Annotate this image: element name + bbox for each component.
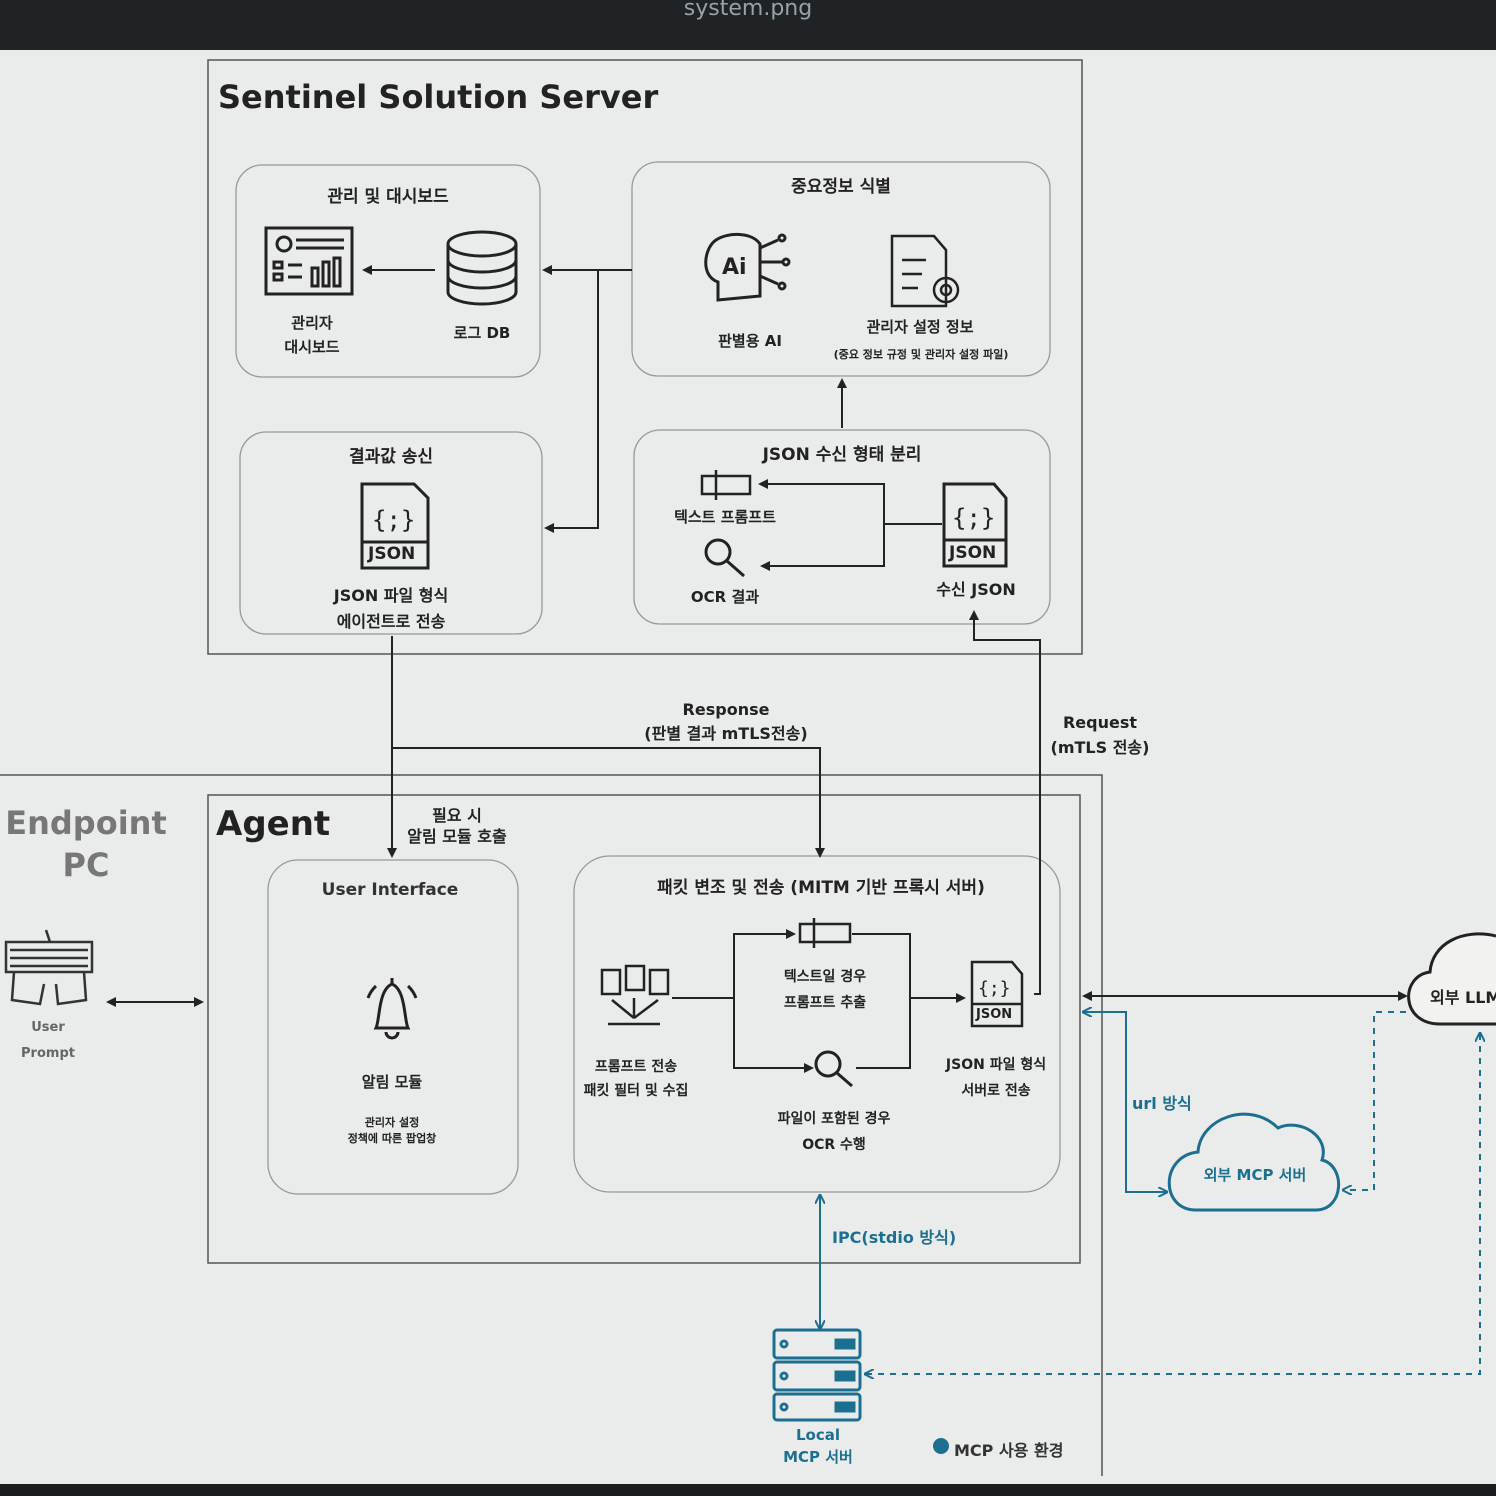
legend-dot xyxy=(933,1438,949,1454)
settings-document-icon xyxy=(890,234,960,308)
ocr-search-icon xyxy=(814,1050,853,1088)
send-label: JSON 파일 형식 xyxy=(945,1057,1047,1073)
request-sublabel: (mTLS 전송) xyxy=(1050,738,1150,757)
request-label: Request xyxy=(1062,713,1138,732)
text-case-label: 텍스트일 경우 xyxy=(783,969,867,985)
local-mcp-label: MCP 서버 xyxy=(783,1448,853,1466)
result-line: 에이전트로 전송 xyxy=(336,612,446,631)
json-tag: JSON xyxy=(368,544,416,564)
external-mcp-label: 외부 MCP 서버 xyxy=(1203,1166,1307,1184)
agent-title: Agent xyxy=(216,804,331,844)
group-title-ui: User Interface xyxy=(321,880,459,900)
svg-text:{;}: {;} xyxy=(952,504,995,532)
user-label: Prompt xyxy=(21,1046,75,1061)
alarm-label: 알림 모듈 xyxy=(361,1073,423,1091)
group-title-dashboard: 관리 및 대시보드 xyxy=(327,187,449,207)
notify-label: 필요 시 xyxy=(432,806,482,825)
keyboard-hands-icon xyxy=(4,929,94,1006)
local-mcp-label: Local xyxy=(795,1426,841,1444)
json-file-icon: {;} xyxy=(970,960,1024,1028)
bell-icon xyxy=(366,978,418,1040)
group-dashboard xyxy=(235,164,541,378)
response-sublabel: (판별 결과 mTLS전송) xyxy=(644,724,808,743)
group-parse xyxy=(633,429,1051,625)
json-file-icon: {;} xyxy=(360,482,430,570)
collect-label: 프롬프트 전송 xyxy=(594,1059,678,1075)
server-title: Sentinel Solution Server xyxy=(218,78,659,116)
dashed-llm-mcp xyxy=(1344,1011,1406,1190)
arrow-response-to-proxy xyxy=(392,747,825,858)
arrow-json-to-text xyxy=(758,479,942,525)
ipc-mode-label: IPC(stdio 방식) xyxy=(832,1228,957,1247)
group-title-identify: 중요정보 식별 xyxy=(791,177,891,197)
arrow-json-to-ocr xyxy=(760,524,885,571)
file-case-label: 파일이 포함된 경우 xyxy=(777,1111,891,1127)
database-icon xyxy=(446,230,518,306)
endpoint-label: Endpoint xyxy=(5,804,167,842)
server-rack-icon xyxy=(772,1328,862,1422)
mcp-cloud-icon xyxy=(1167,1112,1340,1212)
window-titlebar: system.png xyxy=(0,0,1496,50)
group-title-proxy: 패킷 변조 및 전송 (MITM 기반 프록시 서버) xyxy=(657,878,985,898)
svg-text:{;}: {;} xyxy=(372,506,415,534)
external-llm-label: 외부 LLM xyxy=(1430,988,1496,1007)
text-case-label: 프롬프트 추출 xyxy=(783,995,867,1011)
text-input-icon xyxy=(700,470,752,500)
text-prompt-label: 텍스트 프롬프트 xyxy=(674,508,776,526)
alarm-sublabel: 정책에 따른 팝업창 xyxy=(347,1132,437,1145)
arrow-identify-to-result xyxy=(544,270,599,533)
bottom-bar xyxy=(0,1484,1496,1496)
agent-box xyxy=(207,794,1081,1264)
settings-sublabel: (중요 정보 규정 및 관리자 설정 파일) xyxy=(833,348,1009,361)
collect-label: 패킷 필터 및 수집 xyxy=(583,1083,689,1099)
notify-sublabel: 알림 모듈 호출 xyxy=(407,827,507,846)
window-title: system.png xyxy=(683,0,813,21)
legend-label: MCP 사용 환경 xyxy=(954,1441,1064,1460)
ocr-result-label: OCR 결과 xyxy=(690,588,760,606)
alarm-sublabel: 관리자 설정 xyxy=(364,1116,420,1129)
group-title-result: 결과값 송신 xyxy=(348,447,434,467)
group-title-parse: JSON 수신 형태 분리 xyxy=(762,445,922,465)
url-mode-label: url 방식 xyxy=(1132,1094,1192,1113)
arrow-to-ocr-case xyxy=(733,998,814,1073)
send-label: 서버로 전송 xyxy=(961,1083,1031,1099)
response-label: Response xyxy=(682,700,770,719)
result-line: JSON 파일 형식 xyxy=(333,586,449,605)
svg-text:Ai: Ai xyxy=(722,255,747,280)
file-case-label: OCR 수행 xyxy=(802,1137,866,1153)
dashed-local-llm xyxy=(866,1034,1480,1374)
user-label: User xyxy=(31,1020,65,1035)
endpoint-label: PC xyxy=(62,846,110,884)
json-tag: JSON xyxy=(976,1007,1013,1022)
dashboard-label: 대시보드 xyxy=(284,338,340,356)
group-ui xyxy=(267,859,519,1195)
group-result xyxy=(239,431,543,635)
packet-collect-icon xyxy=(600,964,670,1026)
ai-label: 판별용 AI xyxy=(718,332,782,350)
json-tag: JSON xyxy=(949,543,997,563)
json-file-icon: {;} xyxy=(942,482,1008,568)
dashboard-icon xyxy=(264,226,354,296)
recv-json-label: 수신 JSON xyxy=(936,580,1016,599)
arrow-request-to-server xyxy=(969,610,1041,995)
arrow-to-text-case xyxy=(733,929,796,998)
text-input-icon xyxy=(798,918,852,948)
ai-icon: Ai xyxy=(704,233,791,302)
svg-text:{;}: {;} xyxy=(978,978,1011,999)
dashboard-label: 관리자 xyxy=(291,314,333,332)
ocr-search-icon xyxy=(704,538,745,578)
llm-cloud-icon xyxy=(1407,932,1496,1026)
db-label: 로그 DB xyxy=(453,324,511,342)
settings-label: 관리자 설정 정보 xyxy=(866,318,974,336)
server-box xyxy=(207,59,1083,655)
